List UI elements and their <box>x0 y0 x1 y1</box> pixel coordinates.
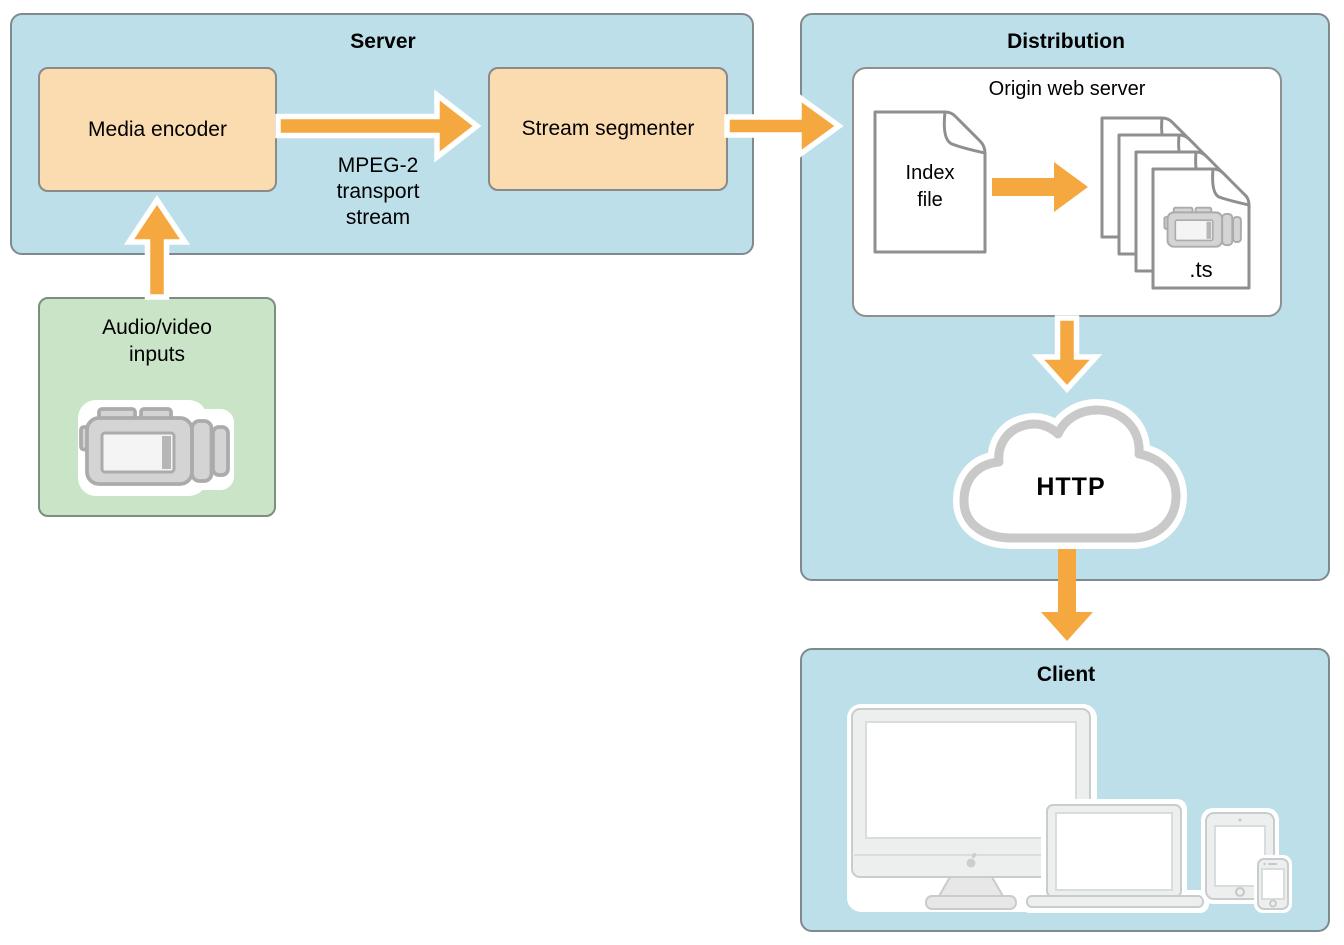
http-label: HTTP <box>1036 473 1106 501</box>
server-zone-title: Server <box>350 30 416 53</box>
arrow-http-to-client <box>1041 545 1093 641</box>
arrow-origin-to-http <box>1031 315 1103 394</box>
media-encoder-label: Media encoder <box>88 117 227 141</box>
arrow-encoder-to-segmenter <box>275 89 482 163</box>
client-zone-title: Client <box>1036 663 1096 686</box>
distribution-zone-title: Distribution <box>1007 30 1125 53</box>
stream-segmenter-node: Stream segmenter <box>488 67 728 191</box>
index-file-label: Index file <box>905 162 955 211</box>
origin-web-server-title: Origin web server <box>988 78 1146 100</box>
media-encoder-node: Media encoder <box>38 67 277 192</box>
transport-stream-label: MPEG-2 transport stream <box>336 154 420 229</box>
arrow-index-to-segments <box>992 162 1088 212</box>
imac-icon <box>847 704 1097 912</box>
apple-logo-icon <box>966 852 977 868</box>
iphone-icon <box>1254 855 1292 913</box>
arrow-segmenter-to-distribution <box>724 91 844 161</box>
camcorder-icon-inputs <box>76 398 236 498</box>
index-file-icon <box>873 110 987 254</box>
ts-file-label: .ts <box>1189 257 1213 282</box>
arrow-inputs-to-encoder <box>123 195 191 300</box>
stream-segmenter-label: Stream segmenter <box>521 117 695 140</box>
audio-video-inputs-label: Audio/video inputs <box>102 316 212 366</box>
camcorder-icon-segment <box>1161 202 1245 254</box>
macbook-icon <box>1021 799 1209 913</box>
http-cloud-icon <box>953 399 1187 549</box>
ts-file-stack-icon <box>1100 116 1251 290</box>
